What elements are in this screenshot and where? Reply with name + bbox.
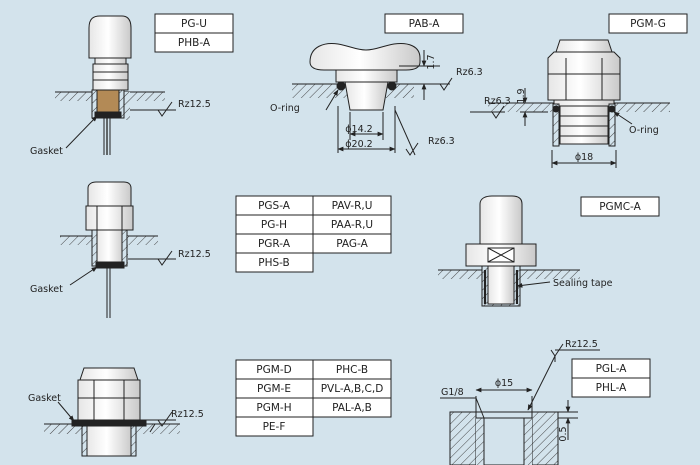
pab-a-oring: O-ring	[270, 103, 300, 114]
pgm-g-label-box	[608, 13, 688, 34]
phb-a-label: PHB-A	[178, 37, 211, 49]
diagram-pgs-a	[60, 181, 176, 318]
pab-a-rz-top: Rz6.3	[456, 67, 483, 78]
bottom-table-cell: PE-F	[263, 421, 286, 433]
pgl-a-rz: Rz12.5	[565, 339, 598, 350]
bottom-table: PGM-D PHC-B PGM-E PVL-A,B,C,D PGM-H PAL-…	[235, 359, 392, 437]
phb-a-label-box	[154, 32, 234, 53]
middle-table-cell: PAV-R,U	[332, 200, 373, 212]
pgm-g-oring: O-ring	[629, 125, 659, 136]
pg-u-rz: Rz12.5	[178, 99, 211, 110]
pgl-a-thread: G1/8	[441, 387, 464, 398]
pgm-g-label: PGM-G	[630, 18, 666, 30]
pgmc-a-tape: Sealing tape	[553, 278, 613, 289]
pgmc-a-label-box	[580, 196, 660, 217]
pab-a-label-box	[384, 13, 464, 34]
bottom-table-cell: PAL-A,B	[332, 402, 372, 414]
pab-a-dim-outer: ϕ20.2	[345, 139, 372, 150]
diagram-pgm-g	[470, 39, 670, 168]
pgs-a-rz: Rz12.5	[178, 249, 211, 260]
pgm-g-dim-d: ϕ18	[575, 152, 593, 163]
bottom-table-cell: PHC-B	[336, 364, 368, 376]
diagram-pgl-a	[440, 343, 600, 465]
pab-a-rz-bottom: Rz6.3	[428, 136, 455, 147]
middle-table-cell: PG-H	[261, 219, 287, 231]
phl-a-label: PHL-A	[596, 382, 627, 394]
pgs-a-gasket: Gasket	[30, 284, 63, 295]
middle-table-cell: PAA-R,U	[331, 219, 373, 231]
pgm-g-rz: Rz6.3	[484, 96, 511, 107]
pg-u-label: PG-U	[181, 18, 207, 30]
pgm-d-rz: Rz12.5	[171, 409, 204, 420]
middle-table-cell: PAG-A	[336, 238, 368, 250]
diagram-pab-a	[292, 43, 453, 156]
pgl-a-dim-h: 0.5	[558, 426, 569, 441]
middle-table: PGS-A PAV-R,U PG-H PAA-R,U PGR-A PAG-A P…	[235, 195, 392, 273]
pab-a-label: PAB-A	[409, 18, 441, 30]
bottom-table-cell: PGM-H	[256, 402, 291, 414]
diagram-pgmc-a	[438, 195, 580, 307]
diagram-pgm-d	[44, 367, 180, 457]
middle-table-cell: PGS-A	[258, 200, 291, 212]
pab-a-dim-inner: ϕ14.2	[345, 124, 372, 135]
pgl-a-label: PGL-A	[596, 363, 628, 375]
middle-table-cell: PGR-A	[258, 238, 291, 250]
pgmc-a-label: PGMC-A	[599, 201, 641, 213]
diagram-pg-u	[55, 15, 176, 155]
pgl-a-dim-d: ϕ15	[495, 378, 513, 389]
pg-u-gasket: Gasket	[30, 146, 63, 157]
phl-a-label-box	[571, 377, 651, 398]
pgm-g-dim-h: 1.9	[516, 88, 527, 103]
pab-a-dim-h: 1.7	[426, 54, 437, 69]
pgm-d-gasket: Gasket	[28, 393, 61, 404]
bottom-table-cell: PGM-D	[256, 364, 291, 376]
bottom-table-cell: PVL-A,B,C,D	[321, 383, 384, 395]
middle-table-cell: PHS-B	[258, 257, 290, 269]
bottom-table-cell: PGM-E	[257, 383, 291, 395]
